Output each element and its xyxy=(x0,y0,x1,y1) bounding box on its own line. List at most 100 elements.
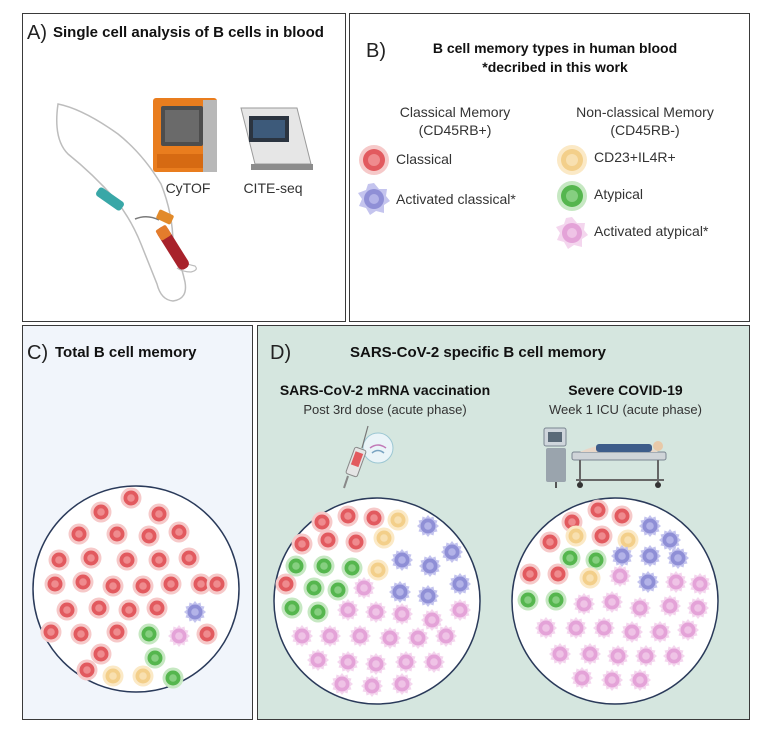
panel-a: A) Single cell analysis of B cells in bl… xyxy=(22,13,346,322)
legend-label-atypical: Atypical xyxy=(594,186,644,202)
classical-group-marker: (CD45RB+) xyxy=(418,122,492,138)
classical-cell-icon xyxy=(359,145,389,175)
cell-classical xyxy=(72,571,94,593)
cell-classical xyxy=(102,575,124,597)
cell-activated-atypical xyxy=(573,593,595,615)
cell-classical xyxy=(70,623,92,645)
cell-classical xyxy=(539,531,561,553)
cell-activated-classical xyxy=(389,581,411,603)
cell-classical xyxy=(40,621,62,643)
cell-atypical xyxy=(138,623,160,645)
cell-classical xyxy=(311,511,333,533)
total-memory-cell-population xyxy=(32,485,240,693)
cell-atypical xyxy=(285,555,307,577)
cell-cd23-il4r xyxy=(373,527,395,549)
nonclassical-group-marker: (CD45RB-) xyxy=(610,122,680,138)
cell-cd23-il4r xyxy=(132,665,154,687)
cell-classical xyxy=(90,501,112,523)
cell-classical xyxy=(190,573,212,595)
cell-activated-atypical xyxy=(168,625,190,647)
legend-label-activated-atypical: Activated atypical* xyxy=(594,223,709,239)
cell-activated-atypical xyxy=(421,609,443,631)
panel-b: B) B cell memory types in human blood *d… xyxy=(349,13,750,322)
cell-cd23-il4r xyxy=(565,525,587,547)
cell-atypical xyxy=(545,589,567,611)
panel-d: D) SARS-CoV-2 specific B cell memory SAR… xyxy=(257,325,750,720)
cell-atypical xyxy=(341,557,363,579)
cell-activated-atypical xyxy=(391,603,413,625)
cell-classical xyxy=(80,547,102,569)
cell-classical xyxy=(56,599,78,621)
cell-classical xyxy=(591,525,613,547)
cell-atypical xyxy=(281,597,303,619)
cell-activated-classical xyxy=(417,585,439,607)
panel-d-title: SARS-CoV-2 specific B cell memory xyxy=(350,344,606,361)
cytof-instrument-icon xyxy=(153,98,217,172)
cell-classical xyxy=(76,659,98,681)
cell-classical xyxy=(178,547,200,569)
cell-classical xyxy=(120,487,142,509)
cell-classical xyxy=(118,599,140,621)
cell-cd23-il4r xyxy=(102,665,124,687)
legend-label-cd23-il4r: CD23+IL4R+ xyxy=(594,149,676,165)
panel-a-letter: A) xyxy=(27,22,47,44)
nonclassical-group-heading: Non-classical Memory xyxy=(576,104,714,120)
instrument-label-cytof: CyTOF xyxy=(165,180,211,196)
atypical-cell-icon xyxy=(557,181,587,211)
cite-seq-instrument-icon xyxy=(240,107,313,170)
cell-classical xyxy=(90,643,112,665)
panel-c-letter: C) xyxy=(27,342,49,364)
cell-activated-atypical xyxy=(689,573,711,595)
cell-classical xyxy=(206,573,228,595)
cell-classical xyxy=(519,563,541,585)
cell-activated-atypical xyxy=(435,625,457,647)
cell-activated-classical xyxy=(449,573,471,595)
cell-classical xyxy=(48,549,70,571)
cell-atypical xyxy=(559,547,581,569)
cell-activated-atypical xyxy=(601,591,623,613)
cell-classical xyxy=(148,503,170,525)
vaccination-subheading: Post 3rd dose (acute phase) xyxy=(303,402,467,417)
cell-atypical xyxy=(303,577,325,599)
cell-cd23-il4r xyxy=(387,509,409,531)
cell-cd23-il4r xyxy=(579,567,601,589)
panel-c-title: Total B cell memory xyxy=(55,344,197,361)
cell-activated-atypical xyxy=(609,565,631,587)
cell-classical xyxy=(291,533,313,555)
cell-atypical xyxy=(307,601,329,623)
cell-activated-atypical xyxy=(379,627,401,649)
cell-activated-classical xyxy=(417,515,439,537)
cell-classical xyxy=(68,523,90,545)
cell-activated-atypical xyxy=(337,651,359,673)
cell-activated-classical xyxy=(667,547,689,569)
cell-activated-classical xyxy=(611,545,633,567)
cell-activated-atypical xyxy=(649,621,671,643)
cell-activated-atypical xyxy=(687,597,709,619)
cell-activated-atypical xyxy=(579,643,601,665)
cell-activated-atypical xyxy=(593,617,615,639)
cell-activated-atypical xyxy=(677,619,699,641)
cell-activated-classical xyxy=(391,549,413,571)
cell-activated-atypical xyxy=(365,653,387,675)
cell-activated-atypical xyxy=(635,645,657,667)
cell-activated-classical xyxy=(659,529,681,551)
severe-covid-heading: Severe COVID-19 xyxy=(568,382,683,398)
syringe-icon xyxy=(343,425,394,489)
cell-classical xyxy=(196,623,218,645)
panel-c: C) Total B cell memory xyxy=(22,325,253,720)
legend-label-activated-classical: Activated classical* xyxy=(396,191,516,207)
cell-atypical xyxy=(517,589,539,611)
cell-classical xyxy=(587,499,609,521)
cell-activated-atypical xyxy=(331,673,353,695)
cell-atypical xyxy=(585,549,607,571)
cell-activated-atypical xyxy=(449,599,471,621)
cell-atypical xyxy=(162,667,184,689)
cell-activated-atypical xyxy=(535,617,557,639)
cell-activated-atypical xyxy=(407,627,429,649)
cell-activated-atypical xyxy=(629,597,651,619)
hospital-bed-icon xyxy=(543,427,667,488)
cell-classical xyxy=(611,505,633,527)
cell-activated-atypical xyxy=(353,577,375,599)
panel-b-title: B cell memory types in human blood xyxy=(432,40,678,56)
cell-activated-atypical xyxy=(291,625,313,647)
